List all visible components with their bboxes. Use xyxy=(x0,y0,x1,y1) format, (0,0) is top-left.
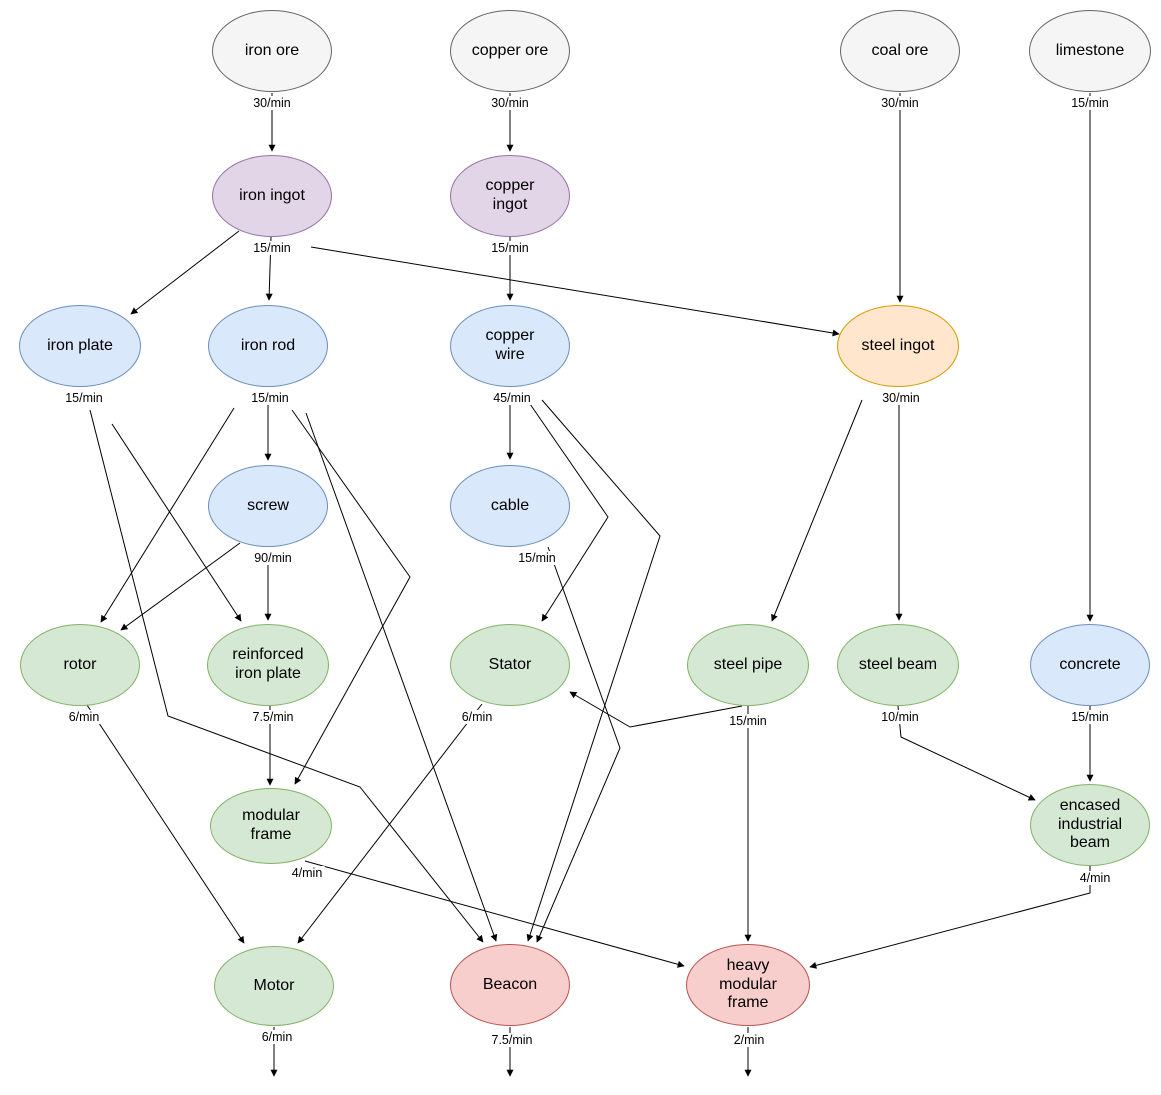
rate-label-concrete: 15/min xyxy=(1069,710,1111,724)
edge-steel-pipe-to-stator xyxy=(569,691,743,728)
node-copper-ore[interactable]: copper ore xyxy=(450,10,570,92)
node-concrete[interactable]: concrete xyxy=(1030,624,1150,706)
node-label-screw: screw xyxy=(247,496,289,514)
node-coal-ore[interactable]: coal ore xyxy=(840,10,960,92)
node-iron-plate[interactable]: iron plate xyxy=(19,305,141,387)
rate-label-copper-ore: 30/min xyxy=(489,96,531,110)
node-stator[interactable]: Stator xyxy=(450,624,570,706)
node-label-rotor: rotor xyxy=(63,655,97,673)
node-label-steel-pipe: steel pipe xyxy=(713,655,783,673)
node-label-steel-beam: steel beam xyxy=(858,655,938,673)
node-label-modular-frame: modular frame xyxy=(242,807,300,843)
edge-screw-to-rotor xyxy=(120,542,241,631)
rate-label-steel-ingot: 30/min xyxy=(880,391,922,405)
rate-label-modular-frame: 4/min xyxy=(289,866,325,880)
edge-iron-rod-to-rotor xyxy=(100,407,235,623)
node-iron-ore[interactable]: iron ore xyxy=(212,10,332,92)
node-label-beacon: Beacon xyxy=(482,975,538,993)
rate-label-iron-rod: 15/min xyxy=(249,391,291,405)
node-reinforced-iron-plate[interactable]: reinforced iron plate xyxy=(207,624,329,706)
rate-label-beacon: 7.5/min xyxy=(489,1033,535,1047)
edge-copper-wire-to-beacon xyxy=(526,399,661,942)
rate-label-heavy-modular-frame: 2/min xyxy=(731,1033,767,1047)
node-iron-rod[interactable]: iron rod xyxy=(208,305,328,387)
node-label-encased-industrial-beam: encased industrial beam xyxy=(1057,796,1123,852)
node-limestone[interactable]: limestone xyxy=(1029,10,1151,92)
rate-label-rotor: 6/min xyxy=(66,710,102,724)
rate-label-limestone: 15/min xyxy=(1069,96,1111,110)
node-iron-ingot[interactable]: iron ingot xyxy=(212,155,332,237)
edge-iron-ingot-to-iron-plate xyxy=(130,230,240,315)
node-copper-ingot[interactable]: copper ingot xyxy=(450,155,570,237)
node-copper-wire[interactable]: copper wire xyxy=(450,305,570,387)
rate-label-cable: 15/min xyxy=(516,551,558,565)
node-label-iron-ore: iron ore xyxy=(244,41,300,59)
edge-iron-plate-to-beacon xyxy=(89,409,484,943)
node-screw[interactable]: screw xyxy=(208,465,328,547)
edge-stator-to-motor xyxy=(297,703,483,944)
rate-label-copper-ingot: 15/min xyxy=(489,241,531,255)
rate-label-iron-ingot: 15/min xyxy=(251,241,293,255)
node-label-cable: cable xyxy=(490,496,530,514)
node-label-reinforced-iron-plate: reinforced iron plate xyxy=(232,646,304,682)
rate-label-iron-ore: 30/min xyxy=(251,96,293,110)
node-label-coal-ore: coal ore xyxy=(871,41,929,59)
rate-label-stator: 6/min xyxy=(459,710,495,724)
node-steel-beam[interactable]: steel beam xyxy=(837,624,959,706)
node-steel-ingot[interactable]: steel ingot xyxy=(837,305,959,387)
node-modular-frame[interactable]: modular frame xyxy=(210,788,332,864)
node-label-copper-wire: copper wire xyxy=(485,327,535,363)
node-label-iron-plate: iron plate xyxy=(47,336,113,354)
node-label-steel-ingot: steel ingot xyxy=(861,336,935,354)
edge-iron-rod-to-beacon xyxy=(305,412,498,942)
edge-rotor-to-motor xyxy=(86,704,245,944)
edge-group xyxy=(86,93,1094,1077)
rate-label-steel-beam: 10/min xyxy=(879,710,921,724)
node-label-iron-rod: iron rod xyxy=(240,336,296,354)
rate-label-motor: 6/min xyxy=(259,1030,295,1044)
node-label-limestone: limestone xyxy=(1055,41,1125,59)
node-cable[interactable]: cable xyxy=(450,465,570,547)
node-label-iron-ingot: iron ingot xyxy=(239,186,305,204)
node-label-heavy-modular-frame: heavy modular frame xyxy=(719,956,777,1012)
node-encased-industrial-beam[interactable]: encased industrial beam xyxy=(1030,784,1150,866)
edge-iron-rod-to-modular-frame xyxy=(291,409,411,785)
node-steel-pipe[interactable]: steel pipe xyxy=(687,624,809,706)
rate-label-steel-pipe: 15/min xyxy=(727,714,769,728)
edge-copper-wire-to-stator xyxy=(529,403,609,622)
edge-iron-ingot-to-steel-ingot xyxy=(310,246,840,337)
node-label-motor: Motor xyxy=(253,976,295,994)
rate-label-iron-plate: 15/min xyxy=(63,391,105,405)
rate-label-coal-ore: 30/min xyxy=(879,96,921,110)
rate-label-encased-industrial-beam: 4/min xyxy=(1077,871,1113,885)
node-label-copper-ore: copper ore xyxy=(471,41,549,59)
node-label-concrete: concrete xyxy=(1059,655,1121,673)
rate-label-reinforced-iron-plate: 7.5/min xyxy=(250,710,296,724)
edge-modular-frame-to-heavy-modular-frame xyxy=(304,860,685,968)
edge-cable-to-beacon xyxy=(536,546,621,943)
node-motor[interactable]: Motor xyxy=(214,946,334,1026)
node-beacon[interactable]: Beacon xyxy=(450,944,570,1026)
edge-steel-ingot-to-steel-pipe xyxy=(771,399,863,622)
edge-iron-plate-to-reinforced-iron-plate xyxy=(111,423,242,622)
node-label-copper-ingot: copper ingot xyxy=(485,177,535,213)
rate-label-screw: 90/min xyxy=(252,551,294,565)
rate-label-copper-wire: 45/min xyxy=(491,391,533,405)
node-heavy-modular-frame[interactable]: heavy modular frame xyxy=(686,944,810,1026)
node-rotor[interactable]: rotor xyxy=(20,624,140,706)
node-label-stator: Stator xyxy=(488,655,532,673)
